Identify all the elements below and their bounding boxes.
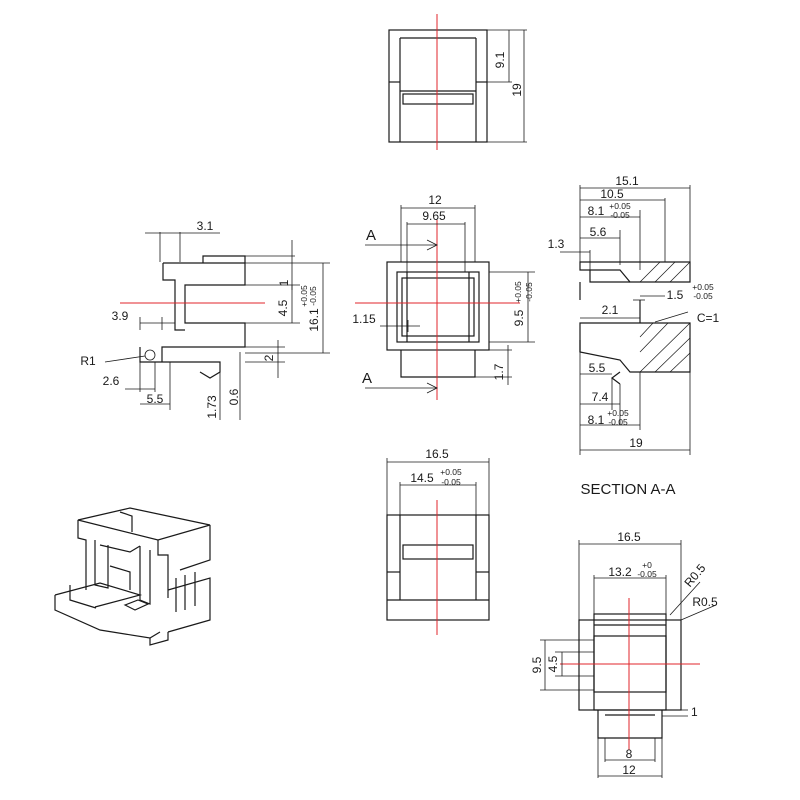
dim-front-12: 12 (428, 193, 442, 207)
tol-section-bottom-minus: -0.05 (608, 417, 628, 427)
dim-front-9-5: 9.5 (512, 309, 526, 326)
dim-side-3-1: 3.1 (197, 219, 214, 233)
dim-side-3-9: 3.9 (112, 309, 129, 323)
tol-bottom-minus: -0.05 (441, 477, 461, 487)
section-view: 15.1 10.5 8.1 +0.05 -0.05 5.6 1.3 1.5 +0… (548, 174, 720, 498)
dim-rear-16-5: 16.5 (617, 530, 641, 544)
dim-side-2: 2 (262, 354, 276, 361)
front-view-outline (386, 261, 490, 351)
dim-side-2-6: 2.6 (103, 374, 120, 388)
dim-section-1-3: 1.3 (548, 237, 565, 251)
top-view-outline (388, 29, 488, 143)
side-view: 3.1 1 4.5 16.1 +0.05 -0.05 3.9 R1 2 2.6 … (80, 219, 330, 420)
dim-top-9-1: 9.1 (493, 51, 507, 68)
dim-rear-9-5: 9.5 (530, 656, 544, 673)
dim-side-1: 1 (277, 279, 291, 286)
dim-rear-12: 12 (622, 763, 636, 777)
dim-bottom-14-5: 14.5 (410, 471, 434, 485)
tol-section-mid-minus: -0.05 (693, 291, 713, 301)
tol-front-plus: +0.05 (513, 281, 523, 303)
dim-top-19: 19 (510, 83, 524, 97)
dim-side-4-5: 4.5 (276, 299, 290, 316)
tol-section-mid-plus: +0.05 (692, 282, 714, 292)
section-label-a-top: A (366, 227, 376, 244)
dim-section-19: 19 (629, 436, 643, 450)
dim-section-5-5: 5.5 (589, 361, 606, 375)
section-label-a-bottom: A (362, 370, 372, 387)
tol-rear-minus: -0.05 (637, 569, 657, 579)
dim-front-1-7: 1.7 (492, 363, 506, 380)
tol-section-top-plus: +0.05 (609, 201, 631, 211)
dim-section-7-4: 7.4 (592, 390, 609, 404)
dim-section-8-1-bottom: 8.1 (588, 413, 605, 427)
dim-side-5-5: 5.5 (147, 392, 164, 406)
section-top-wall (579, 261, 691, 283)
tol-side-minus: -0.05 (308, 286, 318, 306)
dim-section-8-1-top: 8.1 (588, 204, 605, 218)
section-title: SECTION A-A (580, 481, 675, 498)
tol-rear-plus: +0 (642, 560, 652, 570)
dim-side-16-1: 16.1 (307, 308, 321, 332)
front-view: A A 12 9.65 1.15 9.5 +0.05 -0.05 1.7 (352, 193, 535, 400)
dim-front-1-15: 1.15 (352, 312, 376, 326)
bottom-view: 16.5 14.5 +0.05 -0.05 (386, 447, 490, 635)
dim-bottom-16-5: 16.5 (425, 447, 449, 461)
dim-side-r1: R1 (80, 354, 96, 368)
tol-section-bottom-plus: +0.05 (607, 408, 629, 418)
dim-section-chamfer: C=1 (697, 311, 720, 325)
dim-section-1-5: 1.5 (667, 288, 684, 302)
dim-rear-13-2: 13.2 (608, 565, 632, 579)
dim-rear-4-5: 4.5 (546, 655, 560, 672)
tol-bottom-plus: +0.05 (440, 467, 462, 477)
bottom-view-slot (402, 544, 474, 560)
bottom-view-outline (386, 514, 490, 621)
tol-front-minus: -0.05 (524, 282, 534, 302)
dim-section-5-6: 5.6 (590, 225, 607, 239)
dim-section-15-1: 15.1 (615, 174, 639, 188)
dim-front-9-65: 9.65 (422, 209, 446, 223)
dim-rear-r0-5-b: R0.5 (692, 595, 718, 609)
dim-rear-8: 8 (626, 747, 633, 761)
dim-rear-r0-5-a: R0.5 (681, 561, 708, 590)
rear-view: 16.5 13.2 +0 -0.05 R0.5 R0.5 9.5 4.5 1 8… (530, 530, 718, 778)
dim-rear-1: 1 (691, 705, 698, 719)
dim-side-1-73: 1.73 (205, 395, 219, 419)
top-view-slot (402, 93, 474, 105)
dim-section-10-5: 10.5 (600, 187, 624, 201)
dim-side-0-6: 0.6 (227, 388, 241, 405)
tol-side-plus: +0.05 (299, 285, 309, 307)
top-view: 9.1 19 (388, 14, 527, 150)
dim-section-2-1: 2.1 (602, 303, 619, 317)
tol-section-top-minus: -0.05 (610, 210, 630, 220)
isometric-view (54, 507, 211, 646)
